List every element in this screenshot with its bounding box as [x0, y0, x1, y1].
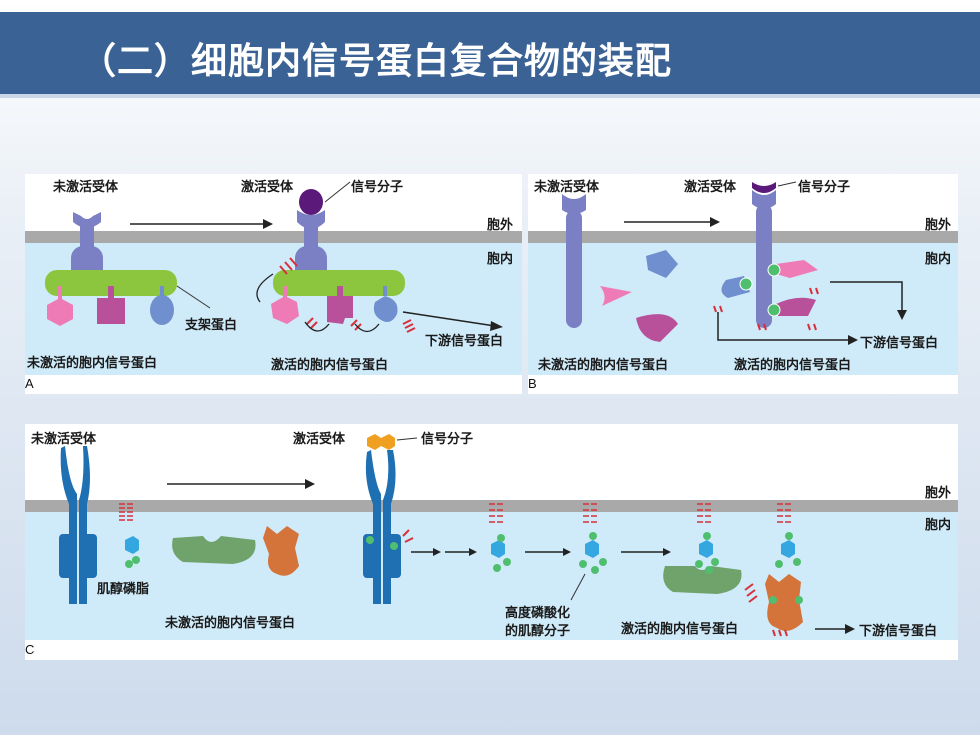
signal-molecule-a — [299, 189, 323, 215]
label-phospho-line2: 的肌醇分子 — [505, 624, 571, 639]
label-active-proteins-c: 激活的胞内信号蛋白 — [621, 622, 739, 637]
round-protein-inactive — [150, 295, 174, 325]
membrane-c — [25, 500, 958, 512]
cytoplasm-b — [528, 237, 958, 375]
label-inactive-proteins-c: 未激活的胞内信号蛋白 — [165, 616, 296, 631]
panel-a: 未激活受体 激活受体 信号分子 胞外 胞内 支架蛋白 下游信号蛋白 未激活的胞内… — [25, 174, 522, 394]
label-signal-molecule-c: 信号分子 — [421, 432, 474, 447]
label-inactive-receptor-c: 未激活受体 — [31, 432, 97, 447]
label-active-proteins-a: 激活的胞内信号蛋白 — [271, 358, 389, 373]
panel-c: 未激活受体 激活受体 信号分子 胞外 胞内 肌醇磷脂 未激活的胞内信号蛋白 高度… — [25, 424, 958, 660]
magenta-protein-inactive — [97, 298, 125, 324]
label-active-receptor-a: 激活受体 — [241, 180, 294, 195]
label-inactive-proteins-b: 未激活的胞内信号蛋白 — [538, 358, 669, 373]
membrane-b — [528, 231, 958, 243]
panel-letter-a: A — [25, 376, 34, 391]
label-inositol-lipid: 肌醇磷脂 — [97, 582, 150, 597]
label-scaffold: 支架蛋白 — [185, 318, 238, 333]
panel-letter-b: B — [528, 376, 537, 391]
panel-letter-c: C — [25, 642, 35, 657]
lipid-tails-1 — [119, 503, 133, 521]
label-inactive-receptor-a: 未激活受体 — [53, 180, 119, 195]
label-outside-a: 胞外 — [487, 218, 514, 233]
label-outside-b: 胞外 — [925, 218, 952, 233]
cytoplasm-c — [25, 510, 958, 640]
label-inactive-receptor-b: 未激活受体 — [534, 180, 600, 195]
diagram-b — [562, 181, 907, 345]
scaffold-protein-1 — [45, 270, 177, 296]
inactive-receptor-b — [566, 210, 582, 328]
label-outside-c: 胞外 — [925, 486, 952, 501]
title-bar: （二）细胞内信号蛋白复合物的装配 — [0, 12, 980, 98]
label-active-receptor-b: 激活受体 — [684, 180, 737, 195]
diagram-c — [59, 434, 855, 637]
label-signal-molecule-b: 信号分子 — [798, 180, 851, 195]
label-downstream-c: 下游信号蛋白 — [859, 624, 938, 639]
diagram-a — [45, 181, 503, 333]
label-downstream-a: 下游信号蛋白 — [425, 334, 504, 349]
label-inside-a: 胞内 — [487, 252, 514, 267]
label-signal-molecule-a: 信号分子 — [351, 180, 404, 195]
membrane-a — [25, 231, 522, 243]
scaffold-protein-2 — [273, 270, 405, 296]
inositol-lipid — [125, 536, 139, 554]
page-title: （二）细胞内信号蛋白复合物的装配 — [80, 41, 673, 82]
label-inactive-proteins-a: 未激活的胞内信号蛋白 — [27, 356, 158, 371]
signal-molecule-b — [752, 182, 776, 193]
label-downstream-b: 下游信号蛋白 — [860, 336, 939, 351]
label-active-proteins-b: 激活的胞内信号蛋白 — [734, 358, 852, 373]
label-inside-b: 胞内 — [925, 252, 952, 267]
label-phospho-line1: 高度磷酸化 — [505, 606, 571, 621]
signal-molecule-c — [367, 434, 395, 450]
label-active-receptor-c: 激活受体 — [293, 432, 346, 447]
panel-b: 未激活受体 激活受体 信号分子 胞外 胞内 下游信号蛋白 未激活的胞内信号蛋白 … — [528, 174, 958, 394]
label-inside-c: 胞内 — [925, 518, 952, 533]
active-receptor-c — [363, 450, 401, 604]
pink-protein-inactive — [47, 298, 73, 326]
inactive-receptor-c — [59, 446, 97, 604]
